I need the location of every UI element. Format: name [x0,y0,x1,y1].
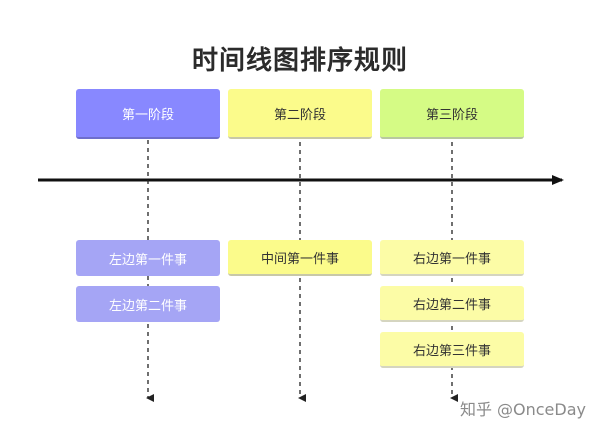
right-event-3-label: 右边第三件事 [412,343,491,359]
stage-1-box: 第一阶段 [76,89,220,139]
watermark: 知乎 @OnceDay [459,400,586,419]
right-event-2-label: 右边第二件事 [412,297,491,313]
right-event-3-box: 右边第三件事 [380,332,524,368]
middle-event-1-label: 中间第一件事 [260,251,339,267]
stage-2-box: 第二阶段 [228,89,372,139]
right-event-1-box: 右边第一件事 [380,240,524,276]
diagram-title: 时间线图排序规则 [191,46,408,76]
left-event-1-label: 左边第一件事 [108,252,187,268]
stage-3-box: 第三阶段 [380,89,524,139]
stage-1-label: 第一阶段 [121,107,174,123]
right-event-2-box: 右边第二件事 [380,286,524,322]
left-event-2-box: 左边第二件事 [76,286,220,322]
left-event-2-label: 左边第二件事 [108,298,187,314]
middle-event-1-box: 中间第一件事 [228,240,372,276]
right-event-1-label: 右边第一件事 [412,251,491,267]
left-event-1-box: 左边第一件事 [76,240,220,276]
stage-2-label: 第二阶段 [273,107,326,123]
stage-3-label: 第三阶段 [425,107,478,123]
